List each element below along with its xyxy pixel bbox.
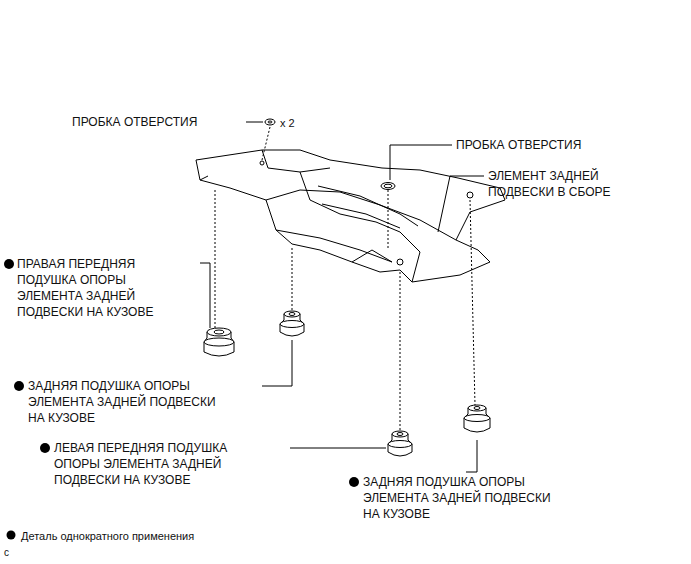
hole — [467, 192, 473, 198]
hole — [260, 161, 264, 165]
hole — [397, 259, 403, 265]
part-name: ЗАДНЯЯ ПОДУШКА ОПОРЫ ЭЛЕМЕНТА ЗАДНЕЙ ПОД… — [363, 474, 568, 522]
part-name: ЗАДНЯЯ ПОДУШКА ОПОРЫ ЭЛЕМЕНТА ЗАДНЕЙ ПОД… — [28, 378, 233, 426]
part-name: ПРОБКА ОТВЕРСТИЯ — [456, 137, 581, 153]
subframe — [196, 150, 505, 282]
subframe-edge — [200, 150, 490, 282]
part-name: ПРАВАЯ ПЕРЕДНЯЯ ПОДУШКА ОПОРЫ ЭЛЕМЕНТА З… — [17, 256, 179, 320]
part-name: ПРОБКА ОТВЕРСТИЯ — [72, 114, 197, 130]
quantity: x 2 — [280, 115, 295, 131]
part-name: ЛЕВАЯ ПЕРЕДНЯЯ ПОДУШКА ОПОРЫ ЭЛЕМЕНТА ЗА… — [54, 440, 254, 488]
figure-code: c — [4, 545, 9, 561]
bushing — [204, 311, 490, 456]
assembly-line — [215, 127, 475, 432]
leader-line — [200, 122, 484, 472]
hole-plug — [265, 119, 275, 125]
part-name: ЭЛЕМЕНТ ЗАДНЕЙ ПОДВЕСКИ В СБОРЕ — [488, 168, 638, 200]
hole-plug — [268, 121, 272, 123]
hole-plug — [384, 184, 392, 188]
hole-plug — [381, 183, 395, 190]
legend-text: Деталь однократного применения — [21, 528, 194, 544]
subframe-rib — [318, 186, 418, 228]
